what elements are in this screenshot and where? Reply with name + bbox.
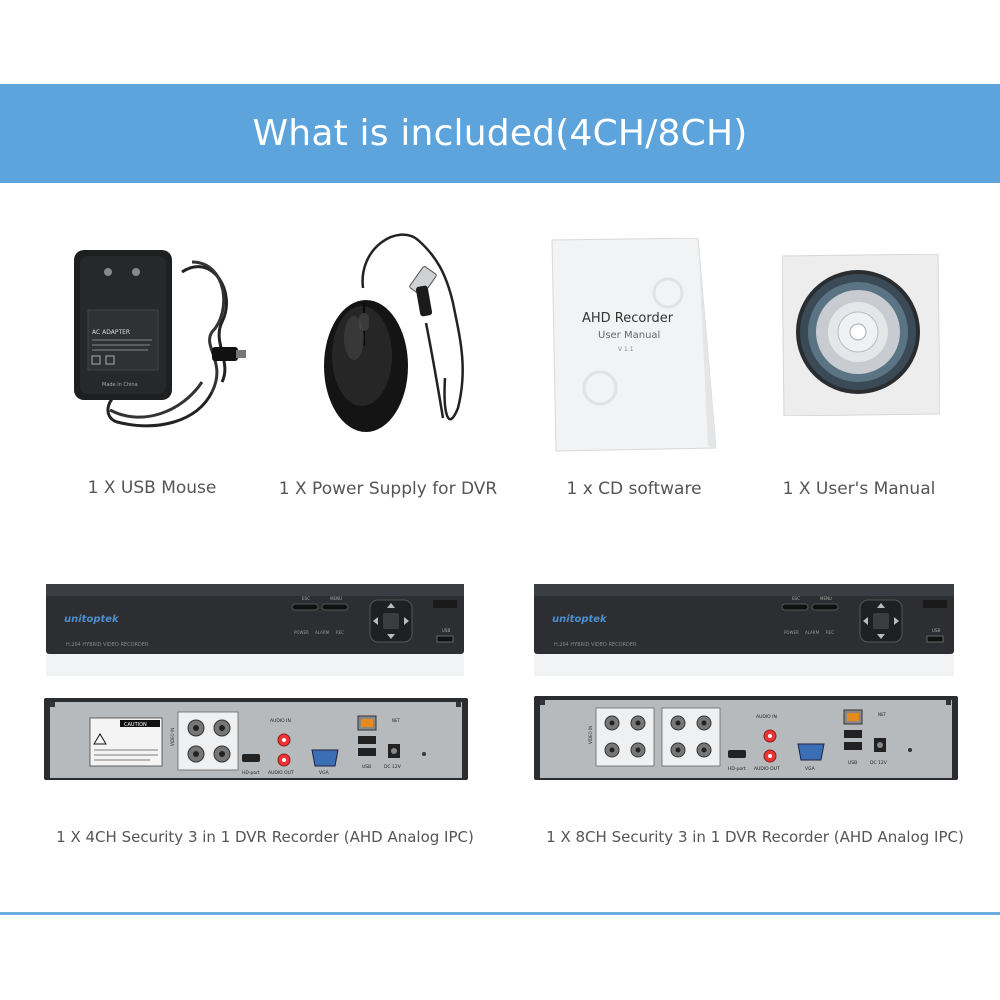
dvr-8ch-audio-out: AUDIO OUT bbox=[754, 766, 780, 772]
adapter-origin-label: Made in China bbox=[102, 382, 138, 388]
caption-item-1: 1 X USB Mouse bbox=[87, 478, 217, 498]
user-manual-image: AHD Recorder User Manual V 1.1 bbox=[551, 238, 716, 452]
dvr-8ch-brand: unitoptek bbox=[552, 614, 608, 625]
dvr-4ch-alarm: ALARM bbox=[315, 630, 330, 635]
page-title: What is included(4CH/8CH) bbox=[252, 113, 748, 154]
dvr-8ch-dc: DC 12V bbox=[870, 760, 888, 766]
cd-disc-image bbox=[782, 254, 940, 416]
manual-version: V 1.1 bbox=[618, 346, 634, 353]
dvr-4ch-model: H.264 HYBRID VIDEO RECORDER bbox=[66, 642, 149, 648]
adapter-title-label: AC ADAPTER bbox=[92, 329, 130, 336]
dvr-4ch-audio-in: AUDIO IN bbox=[270, 718, 291, 724]
dvr-8ch-audio-in: AUDIO IN bbox=[756, 714, 777, 720]
dvr-4ch-rec: REC bbox=[336, 630, 344, 635]
dvr-4ch-vga: VGA bbox=[319, 770, 330, 776]
dvr-4ch-power: POWER bbox=[294, 630, 309, 635]
dvr-8ch-vga: VGA bbox=[805, 766, 816, 772]
dvr-4ch-net: NET bbox=[392, 718, 401, 723]
dvr-4ch-brand: unitoptek bbox=[64, 614, 120, 625]
bottom-divider bbox=[0, 912, 1000, 915]
dvr-4ch-usb-front: USB bbox=[442, 628, 450, 633]
manual-subtitle: User Manual bbox=[598, 330, 660, 341]
usb-mouse-image bbox=[324, 233, 464, 432]
dvr-8ch-rec: REC bbox=[826, 630, 834, 635]
caption-recorder-8ch: 1 X 8CH Security 3 in 1 DVR Recorder (AH… bbox=[546, 828, 964, 846]
manual-title: AHD Recorder bbox=[582, 311, 674, 326]
dvr-8ch-esc: ESC bbox=[792, 596, 800, 601]
dvr-4ch-image: unitoptek H.264 HYBRID VIDEO RECORDER ES… bbox=[44, 584, 468, 780]
dvr-8ch-menu: MENU bbox=[820, 596, 832, 601]
dvr-4ch-menu: MENU bbox=[330, 596, 342, 601]
dvr-4ch-dc: DC 12V bbox=[384, 764, 402, 770]
dvr-8ch-power: POWER bbox=[784, 630, 799, 635]
caption-item-2: 1 X Power Supply for DVR bbox=[278, 479, 498, 499]
header-banner: What is included(4CH/8CH) bbox=[0, 84, 1000, 183]
dvr-4ch-audio-out: AUDIO OUT bbox=[268, 770, 294, 776]
dvr-4ch-esc: ESC bbox=[302, 596, 310, 601]
dvr-8ch-video-in: VIDEO IN bbox=[588, 726, 593, 744]
dvr-4ch-caution: CAUTION bbox=[124, 722, 147, 728]
caption-recorder-4ch: 1 X 4CH Security 3 in 1 DVR Recorder (AH… bbox=[56, 828, 474, 846]
power-adapter-image: AC ADAPTER Made in China bbox=[74, 250, 246, 428]
dvr-4ch-hd-port: HD-port bbox=[242, 770, 260, 776]
dvr-4ch-usb-back: USB bbox=[362, 764, 371, 770]
dvr-8ch-usb-back: USB bbox=[848, 760, 857, 766]
dvr-8ch-usb-front: USB bbox=[932, 628, 940, 633]
dvr-8ch-net: NET bbox=[878, 712, 887, 717]
dvr-8ch-alarm: ALARM bbox=[805, 630, 820, 635]
dvr-8ch-model: H.264 HYBRID VIDEO RECORDER bbox=[554, 642, 637, 648]
caption-item-4: 1 X User's Manual bbox=[782, 479, 936, 499]
caption-item-3: 1 x CD software bbox=[566, 479, 702, 499]
dvr-8ch-hd-port: HD-port bbox=[728, 766, 746, 772]
dvr-8ch-image: unitoptek H.264 HYBRID VIDEO RECORDER ES… bbox=[534, 584, 958, 780]
dvr-4ch-video-in: VIDEO IN bbox=[170, 728, 175, 746]
